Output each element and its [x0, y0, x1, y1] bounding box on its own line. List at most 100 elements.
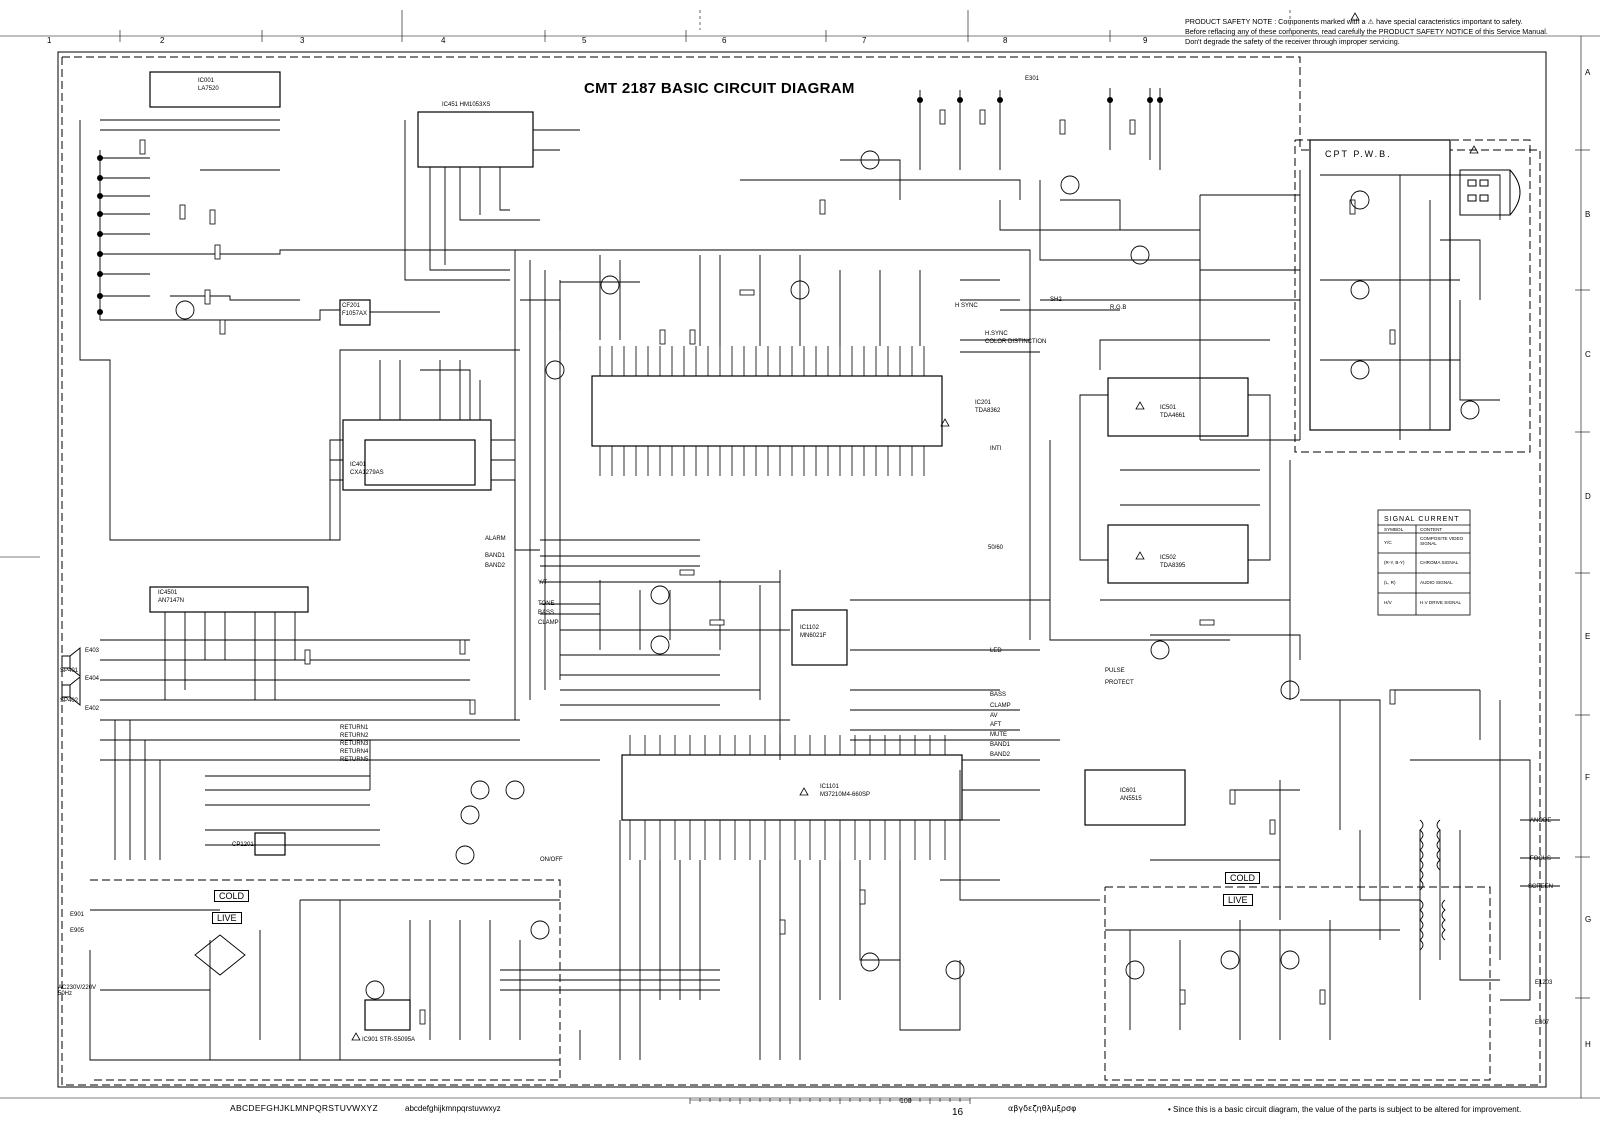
flyback-transformer [1419, 819, 1446, 951]
safety-note-line-3: Don't degrade the safety of the receiver… [1185, 37, 1400, 46]
column-number-4: 4 [441, 36, 446, 45]
zone-cold-left: COLD [214, 890, 250, 902]
speaker-sp402: SP402 [60, 698, 79, 704]
column-number-1: 1 [47, 36, 52, 45]
tag-focus: FOCUS [1530, 856, 1551, 862]
signal-legend-content-2: CHROMA SIGNAL [1420, 560, 1459, 565]
column-number-6: 6 [722, 36, 727, 45]
ruler-scale-label: 100 [900, 1098, 912, 1105]
tag-clamp: CLAMP [538, 620, 559, 626]
tag-50-60: 50/60 [988, 545, 1004, 551]
ic502-part: TDA8395 [1160, 563, 1186, 569]
tag-aft: AFT [990, 722, 1002, 728]
ic601-part: AN5515 [1120, 796, 1142, 802]
column-ticks [119, 10, 1291, 42]
ic401-label: IC401 [350, 462, 367, 468]
tag-led: LED [990, 648, 1002, 654]
ic501-label: IC501 [1160, 405, 1177, 411]
tag-return5: RETURN5 [340, 757, 369, 763]
row-letter-d: D [1585, 492, 1591, 501]
tag-alarm: ALARM [485, 536, 506, 542]
ic601-block [1084, 769, 1186, 826]
signal-legend-header-symbol: SYMBOL [1384, 527, 1404, 532]
connector-e1203: E1203 [1535, 980, 1553, 986]
ic1102-part: MN6021F [800, 633, 827, 639]
tag-protect: PROTECT [1105, 680, 1134, 686]
signal-legend-header-content: CONTENT [1420, 527, 1443, 532]
zone-live-right: LIVE [1223, 894, 1253, 906]
ic4501-label: IC4501 [158, 590, 178, 596]
ic901-block [364, 999, 411, 1031]
wiring [79, 88, 1560, 1061]
tag-return1: RETURN1 [340, 725, 369, 731]
tone-ctrl-block [364, 439, 476, 486]
column-number-8: 8 [1003, 36, 1008, 45]
ic401-part: CXA1279AS [350, 470, 384, 476]
cf201-label: CF201 [342, 303, 361, 309]
tag-yt: Y/T [538, 580, 548, 586]
page-number: 16 [952, 1107, 964, 1118]
tag-band2: BAND2 [485, 563, 506, 569]
column-number-7: 7 [862, 36, 867, 45]
zone-live-left: LIVE [212, 912, 242, 924]
footnote: • Since this is a basic circuit diagram,… [1168, 1105, 1522, 1114]
components [139, 109, 1396, 1025]
tag-band1: BAND1 [485, 553, 506, 559]
speaker-symbols [61, 646, 81, 707]
ic601-label: IC601 [1120, 788, 1137, 794]
connector-e403: E403 [85, 648, 100, 654]
bottom-ruler [689, 1098, 971, 1104]
connector-e307: E307 [1535, 1020, 1550, 1026]
ic451-block [417, 111, 534, 168]
safety-note-line-1: PRODUCT SAFETY NOTE : Components marked … [1185, 17, 1523, 26]
ic1101-label: IC1101 [820, 784, 839, 790]
row-letter-c: C [1585, 350, 1591, 359]
ic001-block [149, 71, 281, 108]
tag-return4: RETURN4 [340, 749, 369, 755]
cp1201-label: CP1201 [232, 842, 254, 848]
column-number-9: 9 [1143, 36, 1148, 45]
connector-e901: E901 [70, 912, 85, 918]
ic001-part: LA7520 [198, 86, 219, 92]
signal-legend-symbol-4: H/V [1384, 600, 1392, 605]
connector-e905: E905 [70, 928, 85, 934]
row-letter-a: A [1585, 68, 1591, 77]
tag-band2-2: BAND2 [990, 752, 1011, 758]
row-letter-g: G [1585, 915, 1592, 924]
zone-cold-right: COLD [1225, 872, 1261, 884]
tag-on-off: ON/OFF [540, 857, 563, 863]
tag-sh2: SH2 [1050, 297, 1062, 303]
column-number-2: 2 [160, 36, 165, 45]
crt-socket [1459, 169, 1521, 216]
ac-input-label: AC230V/220V 50Hz [58, 985, 97, 997]
safety-note-line-2: Before reflacing any of these components… [1185, 27, 1548, 36]
alphabet-uppercase: ABCDEFGHJKLMNPQRSTUVWXYZ [230, 1103, 378, 1113]
row-letter-h: H [1585, 1040, 1591, 1049]
tag-bass: BASS [538, 610, 555, 616]
tag-av: AV [990, 713, 998, 719]
row-letter-e: E [1585, 632, 1591, 641]
cf201-block [339, 299, 371, 326]
ic4501-block [149, 586, 309, 613]
cpt-pwb-block [1309, 139, 1451, 431]
ic502-label: IC502 [1160, 555, 1177, 561]
tag-h-sync: H.SYNC [985, 331, 1008, 337]
tag-clamp-2: CLAMP [990, 703, 1011, 709]
column-number-3: 3 [300, 36, 305, 45]
ic201-pins [599, 346, 925, 476]
tag-mute: MUTE [990, 732, 1007, 738]
ic1101-pins [629, 735, 946, 860]
column-number-5: 5 [582, 36, 587, 45]
tag-rgb: R.G.B [1110, 305, 1127, 311]
row-letter-b: B [1585, 210, 1591, 219]
ic201-label: IC201 [975, 400, 992, 406]
ic1101-part: M37210M4-660SP [820, 792, 871, 798]
signal-legend-symbol-2: (R-Y, B-Y) [1384, 560, 1405, 565]
ic1102-label: IC1102 [800, 625, 819, 631]
speaker-sp401: SP401 [60, 668, 79, 674]
row-ticks [0, 149, 1590, 999]
signal-legend-symbol-1: Y/C [1384, 540, 1392, 545]
ic501-part: TDA4661 [1160, 413, 1186, 419]
tag-inti: INTI [990, 446, 1002, 452]
ic001-label: IC001 [198, 78, 215, 84]
